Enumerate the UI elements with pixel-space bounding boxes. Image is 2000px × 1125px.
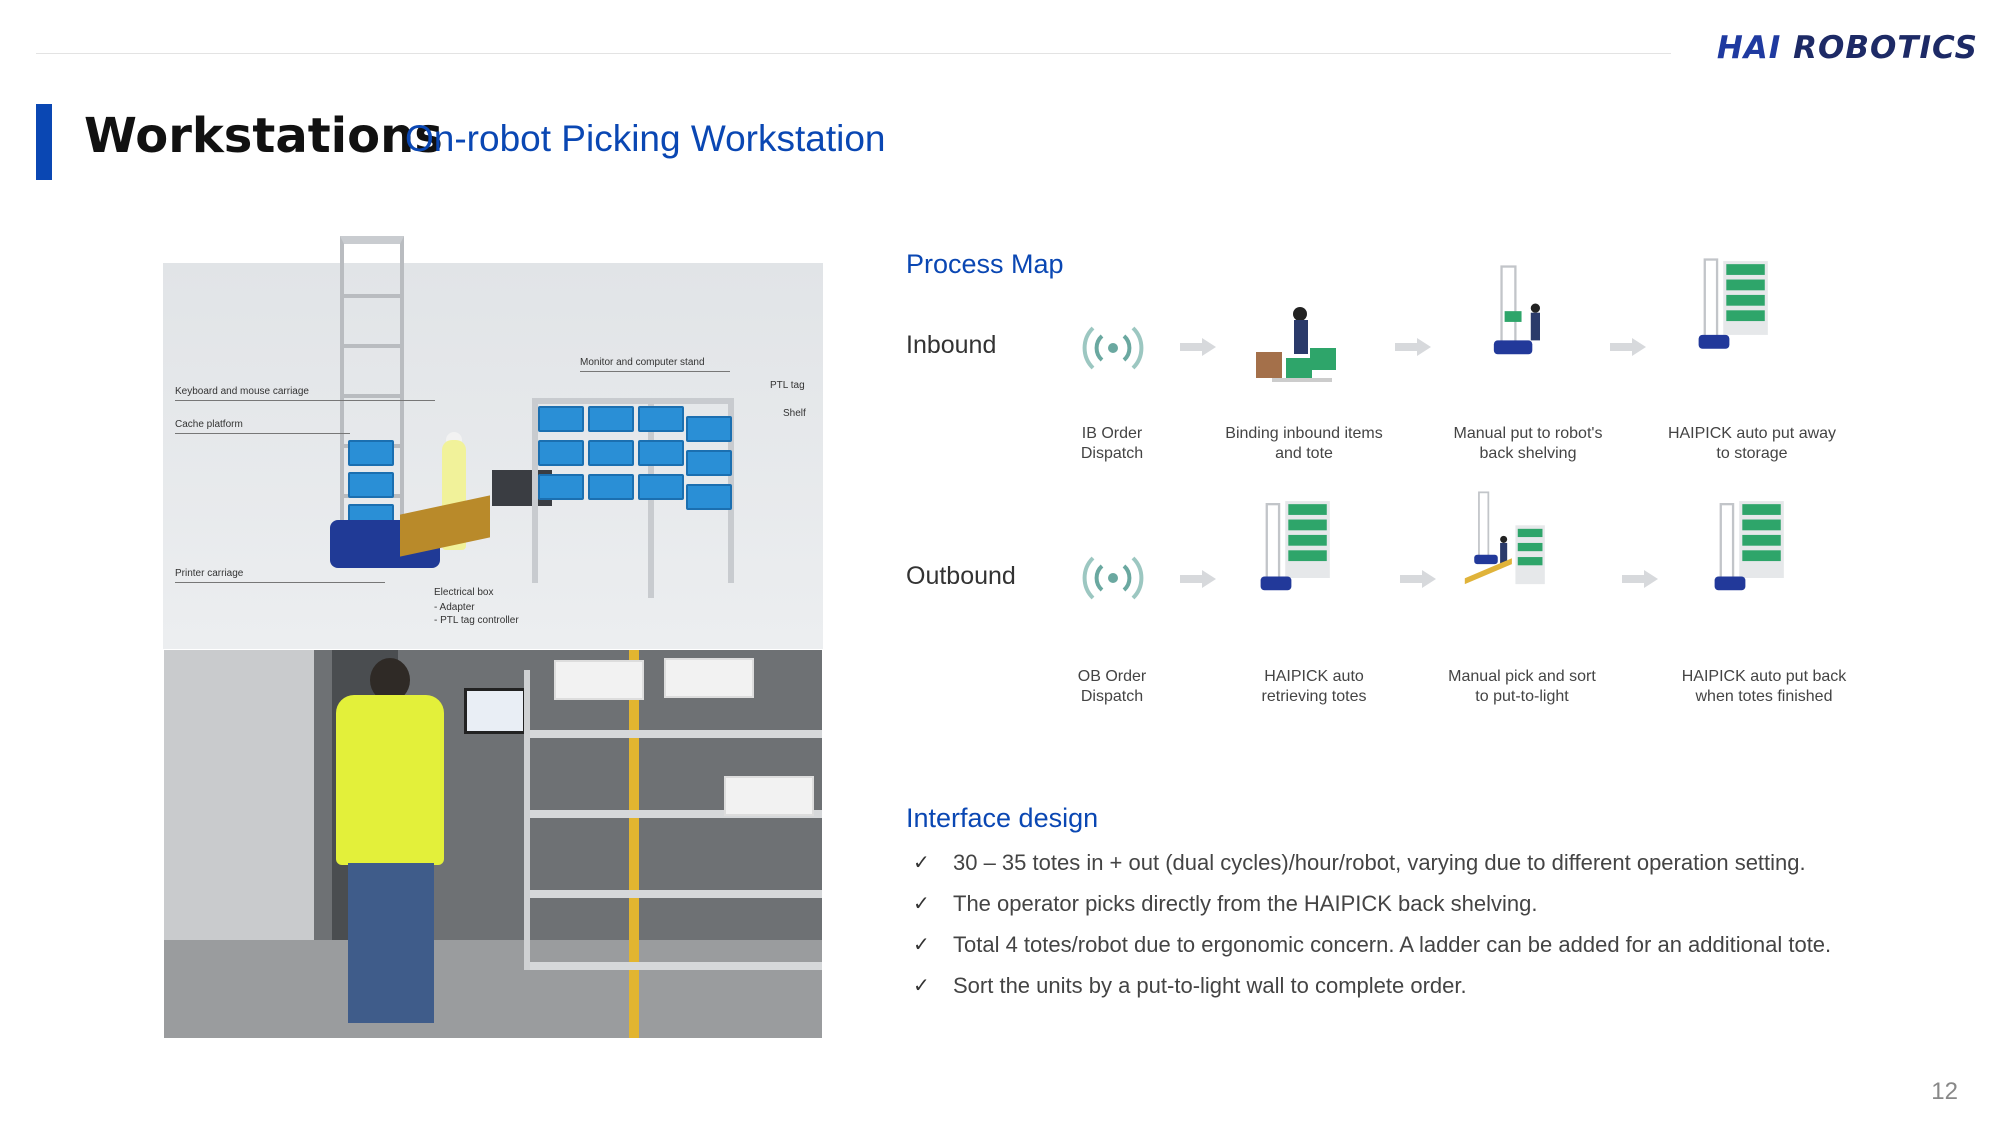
order-dispatch-signal-icon xyxy=(1082,326,1144,370)
callout-line xyxy=(175,400,435,401)
inbound-step-1-label: IB Order Dispatch xyxy=(1080,425,1144,462)
process-map-heading: Process Map xyxy=(906,249,1064,279)
checkmark-icon: ✓ xyxy=(913,973,930,997)
callout-cache: Cache platform xyxy=(175,419,243,430)
page-title: Workstations xyxy=(84,108,443,164)
shelf-tote xyxy=(638,406,684,432)
interface-design-heading: Interface design xyxy=(906,803,1099,833)
page-subtitle: On-robot Picking Workstation xyxy=(405,118,886,159)
checkmark-icon: ✓ xyxy=(913,932,930,956)
inbound-step-3-label: Manual put to robot's back shelving xyxy=(1453,425,1603,462)
arrow-right-icon xyxy=(1610,338,1646,356)
callout-ptl: PTL tag xyxy=(770,380,805,391)
callout-line xyxy=(175,433,350,434)
manual-put-robot-icon xyxy=(1493,265,1540,355)
inbound-step-2-label: Binding inbound items and tote xyxy=(1225,425,1383,462)
checkmark-icon: ✓ xyxy=(913,891,930,915)
inbound-step-4-label: HAIPICK auto put away to storage xyxy=(1667,425,1837,462)
interface-design-list: ✓30 – 35 totes in + out (dual cycles)/ho… xyxy=(913,850,1831,1014)
callout-shelf: Shelf xyxy=(783,408,806,419)
shelf-tote xyxy=(588,474,634,500)
callout-line xyxy=(175,582,385,583)
shelf-tote xyxy=(538,406,584,432)
photo-operator-head xyxy=(370,658,410,702)
binding-totes-icon xyxy=(1256,307,1336,382)
list-item: ✓The operator picks directly from the HA… xyxy=(913,891,1538,916)
shelf-tote xyxy=(638,474,684,500)
photo-crate xyxy=(554,660,644,700)
inbound-label: Inbound xyxy=(906,331,997,359)
list-item: ✓Sort the units by a put-to-light wall t… xyxy=(913,973,1467,998)
shelf-tote xyxy=(686,450,732,476)
photo-operator-legs xyxy=(348,863,434,1023)
shelf-frame-illustration xyxy=(532,398,732,404)
manual-pick-sort-icon xyxy=(1464,491,1545,585)
outbound-step-1-label: OB Order Dispatch xyxy=(1077,668,1147,705)
callout-line xyxy=(580,371,730,372)
shelf-tote xyxy=(538,474,584,500)
order-dispatch-signal-icon xyxy=(1082,556,1144,600)
auto-put-away-icon xyxy=(1698,258,1768,349)
checkmark-icon: ✓ xyxy=(913,850,930,874)
list-item: ✓Total 4 totes/robot due to ergonomic co… xyxy=(913,932,1832,957)
arrow-right-icon xyxy=(1622,570,1658,588)
callout-electrical: Electrical box xyxy=(434,587,494,598)
shelf-post xyxy=(532,398,538,583)
photo-crate xyxy=(664,658,754,698)
photo-operator-vest xyxy=(336,695,444,865)
arrow-right-icon xyxy=(1400,570,1436,588)
shelf-tote xyxy=(588,406,634,432)
operator-photo xyxy=(164,650,822,1038)
outbound-label: Outbound xyxy=(906,562,1016,590)
shelf-tote xyxy=(686,416,732,442)
outbound-step-4-label: HAIPICK auto put back when totes finishe… xyxy=(1681,668,1847,705)
arrow-right-icon xyxy=(1180,338,1216,356)
shelf-tote xyxy=(538,440,584,466)
photo-floor xyxy=(164,940,822,1038)
photo-rack xyxy=(524,670,822,970)
callout-printer: Printer carriage xyxy=(175,568,244,579)
hai-robotics-logo: HAI ROBOTICS xyxy=(1716,30,1978,66)
callout-controller: - PTL tag controller xyxy=(434,615,519,626)
photo-crate xyxy=(724,776,814,816)
auto-put-back-icon xyxy=(1714,501,1784,591)
page-number: 12 xyxy=(1931,1078,1958,1105)
outbound-step-3-label: Manual pick and sort to put-to-light xyxy=(1448,668,1596,705)
photo-monitor xyxy=(464,688,526,734)
callout-adapter: - Adapter xyxy=(434,602,475,613)
header-rule xyxy=(36,53,1671,54)
callout-monitor: Monitor and computer stand xyxy=(580,357,705,368)
shelf-tote xyxy=(588,440,634,466)
tote-illustration xyxy=(348,472,394,498)
title-accent-bar xyxy=(36,104,52,180)
tote-illustration xyxy=(348,440,394,466)
arrow-right-icon xyxy=(1180,570,1216,588)
outbound-step-2-label: HAIPICK auto retrieving totes xyxy=(1261,668,1367,705)
photo-yellow-gate xyxy=(629,650,639,1038)
shelf-tote xyxy=(686,484,732,510)
list-item: ✓30 – 35 totes in + out (dual cycles)/ho… xyxy=(913,850,1806,875)
auto-retrieving-totes-icon xyxy=(1260,501,1330,591)
callout-keyboard: Keyboard and mouse carriage xyxy=(175,386,309,397)
arrow-right-icon xyxy=(1395,338,1431,356)
shelf-tote xyxy=(638,440,684,466)
